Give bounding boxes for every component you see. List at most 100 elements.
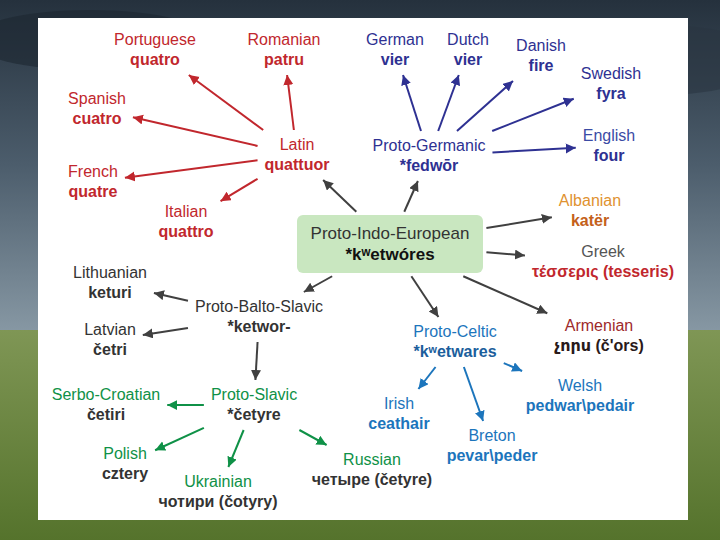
derivation-arrow [125,160,258,178]
word-form: fire [516,56,566,76]
language-name: Romanian [248,30,321,50]
language-name: Proto-Slavic [211,385,297,405]
derivation-arrow [155,428,204,450]
language-name: Proto-Germanic [373,136,486,156]
language-name: English [583,126,635,146]
derivation-arrow [189,75,263,130]
word-form: vier [447,50,489,70]
language-name: Spanish [68,89,126,109]
language-name: Italian [158,202,213,222]
language-name: Serbo-Croatian [52,385,161,405]
derivation-arrow [228,430,243,467]
language-name: Latvian [84,320,136,340]
language-node: Frenchquatre [64,160,122,204]
derivation-arrow [255,342,257,380]
derivation-arrow [404,181,418,212]
derivation-arrow [418,367,435,389]
language-name: Proto-Balto-Slavic [195,297,323,317]
derivation-arrow [323,180,356,212]
language-name: Portuguese [114,30,196,50]
language-name: Ukrainian [158,472,277,492]
language-node: Albaniankatër [555,189,625,233]
derivation-arrow [154,293,188,301]
language-node: Ukrainianчотири (čotyry) [154,470,281,514]
language-name: Albanian [559,191,621,211]
language-name: Danish [516,36,566,56]
word-form: quatre [68,182,118,202]
language-node: Irishceathair [364,392,433,436]
word-form: *kʷetwóres [311,244,470,265]
derivation-arrow [403,75,421,131]
language-node: Armenianչորս (č'ors) [550,314,647,358]
word-form: quatro [114,50,196,70]
derivation-arrow [411,276,438,317]
derivation-arrow [463,276,547,313]
derivation-arrow [299,430,326,445]
language-node: Polishcztery [98,442,152,486]
language-node: Latinquattuor [261,133,334,177]
derivation-arrow [287,75,294,130]
language-node: Serbo-Croatiančetiri [48,383,165,427]
word-form: quattuor [265,155,330,175]
word-form: cuatro [68,109,126,129]
derivation-arrow [457,81,513,131]
language-name: Proto-Celtic [413,322,497,342]
language-name: Welsh [526,376,634,396]
language-node: Proto-Celtic*kʷetwares [409,320,501,364]
word-form: katër [559,211,621,231]
word-form: *četyre [211,405,297,425]
derivation-arrow [133,117,258,146]
derivation-arrow [486,217,551,228]
language-name: Swedish [581,64,641,84]
language-name: Irish [368,394,429,414]
root-box: Proto-Indo-European*kʷetwóres [297,215,484,274]
language-node: Spanishcuatro [64,87,130,131]
language-name: Greek [532,242,674,262]
language-name: French [68,162,118,182]
derivation-arrow [492,99,574,131]
word-form: чотири (čotyry) [158,492,277,512]
word-form: τέσσερις (tesseris) [532,262,674,282]
word-form: patru [248,50,321,70]
derivation-arrow [438,75,459,131]
derivation-arrow [504,363,522,371]
word-form: vier [366,50,424,70]
word-form: четыре (četyre) [312,470,432,490]
word-form: *fedwōr [373,156,486,176]
language-node: Bretonpevar\peder [443,424,542,468]
language-node: Proto-Germanic*fedwōr [369,134,490,178]
word-form: quattro [158,222,213,242]
word-form: *kʷetwares [413,342,497,362]
word-form: չորս (č'ors) [554,336,643,356]
word-form: pevar\peder [447,446,538,466]
language-node: Russianчетыре (četyre) [308,448,436,492]
language-name: Breton [447,426,538,446]
language-node: Swedishfyra [577,62,645,106]
language-node: Portuguesequatro [110,28,200,72]
language-name: Polish [102,444,148,464]
language-node: Proto-Balto-Slavic*ketwor- [191,295,327,339]
language-name: Lithuanian [73,263,147,283]
derivation-arrow [304,276,332,292]
derivation-arrow [486,252,525,255]
language-node: Italianquattro [154,200,217,244]
language-name: Russian [312,450,432,470]
derivation-arrow [221,179,258,201]
word-form: keturi [73,283,147,303]
language-name: Dutch [447,30,489,50]
language-node: Lithuanianketuri [69,261,151,305]
word-form: four [583,146,635,166]
derivation-arrow [464,367,483,421]
language-node: Greekτέσσερις (tesseris) [528,240,678,284]
language-name: Proto-Indo-European [311,223,470,244]
language-node: Dutchvier [443,28,493,72]
language-node: Danishfire [512,34,570,78]
word-form: četri [84,340,136,360]
language-node: Englishfour [579,124,639,168]
language-node: Romanianpatru [244,28,325,72]
white-panel [38,18,688,520]
language-node: Welshpedwar\pedair [522,374,638,418]
word-form: fyra [581,84,641,104]
word-form: pedwar\pedair [526,396,634,416]
